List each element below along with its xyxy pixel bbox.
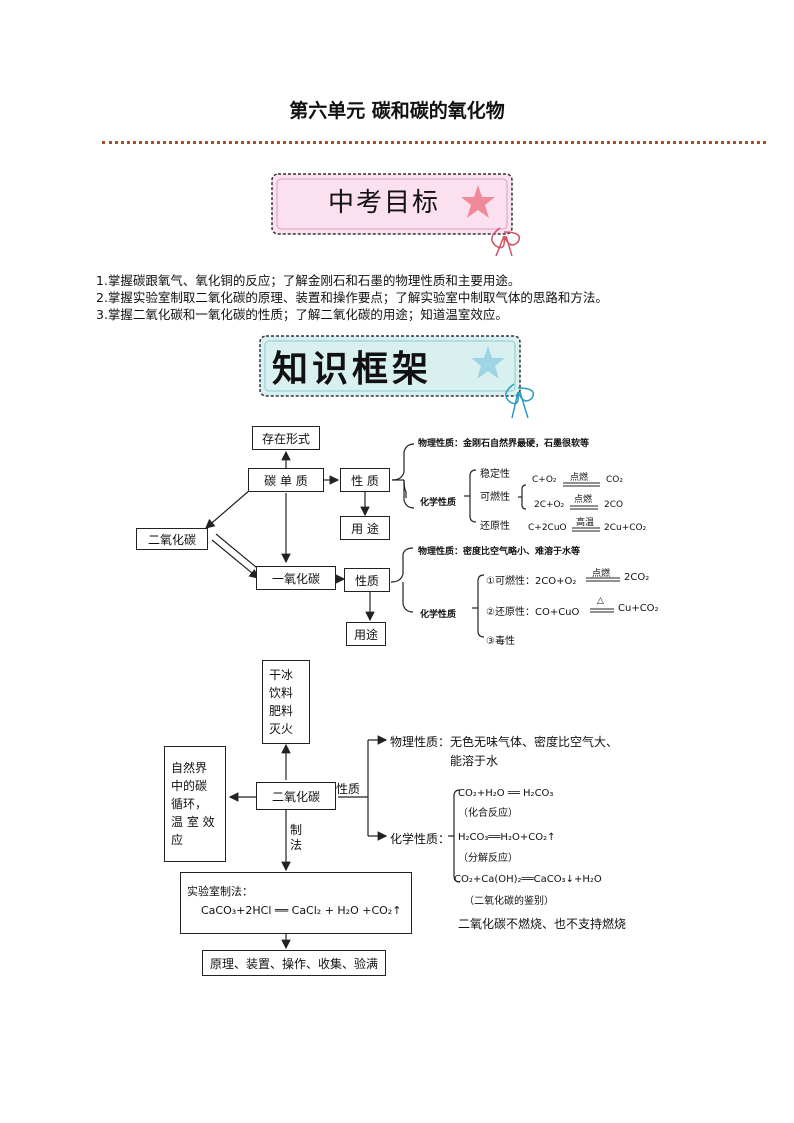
- box-co2-uses: 干冰 饮料 肥料 灭火: [262, 660, 310, 744]
- banner-frame-icon: [259, 335, 535, 419]
- co2-not-burn: 二氧化碳不燃烧、也不支持燃烧: [458, 917, 627, 931]
- box-lab-method: 实验室制法： CaCO₃+2HCl ══ CaCl₂ + H₂O +CO₂↑: [180, 872, 412, 934]
- eq-stability: C+O₂: [532, 475, 557, 485]
- goal-item: 2.掌握实验室制取二氧化碳的原理、装置和操作要点；了解实验室中制取气体的思路和方…: [96, 290, 608, 305]
- co2-eq1-note: （化合反应）: [458, 808, 518, 819]
- co-chem-prop: 化学性质: [420, 610, 457, 620]
- co2-property-label: 性质: [336, 782, 361, 796]
- co2-eq3-note: （二氧化碳的鉴别）: [464, 896, 554, 907]
- eq-reduce-prod: 2Cu+CO₂: [604, 523, 647, 533]
- page-title: 第六单元 碳和碳的氧化物: [289, 100, 505, 122]
- box-co2-center: 二氧化碳: [256, 782, 336, 810]
- co-reduce-cond: △: [597, 596, 604, 606]
- prepare-label: 制 法: [290, 823, 302, 853]
- lab-equation: CaCO₃+2HCl ══ CaCl₂ + H₂O +CO₂↑: [201, 904, 402, 917]
- carbon-chem-prop: 化学性质: [420, 498, 457, 508]
- box-co-property: 性质: [344, 568, 390, 592]
- co2-phys-2: 能溶于水: [450, 754, 499, 768]
- banner-exam-goals: 中考目标: [268, 168, 528, 258]
- co2-eq3: CO₂+Ca(OH)₂══CaCO₃↓+H₂O: [454, 874, 602, 885]
- co2-eq2: H₂CO₃══H₂O+CO₂↑: [458, 832, 556, 843]
- box-carbon: 碳 单 质: [248, 468, 324, 492]
- cycle-line: 应: [171, 833, 184, 847]
- co-toxic: ③毒性: [486, 636, 515, 647]
- co2-phys: 物理性质：无色无味气体、密度比空气大、: [390, 735, 619, 749]
- goals-list: 1.掌握碳跟氧气、氧化铜的反应；了解金刚石和石墨的物理性质和主要用途。 2.掌握…: [96, 272, 608, 323]
- use-item: 干冰: [269, 668, 294, 682]
- co-reduce: ②还原性：CO+CuO: [486, 607, 580, 618]
- cycle-line: 自然界: [171, 761, 208, 775]
- eq-stability-cond: 点燃: [570, 473, 589, 483]
- box-carbon-property: 性 质: [340, 468, 390, 492]
- box-co-use: 用途: [346, 622, 386, 646]
- box-exist-form: 存在形式: [252, 426, 320, 450]
- box-co2: 二氧化碳: [136, 528, 208, 550]
- reduce-label: 还原性: [480, 521, 510, 532]
- dotted-divider: [102, 141, 766, 144]
- co-phys-prop: 物理性质：密度比空气略小、难溶于水等: [418, 547, 581, 557]
- eq-combust-cond: 点燃: [574, 495, 593, 505]
- co-combust: ①可燃性：2CO+O₂: [486, 576, 577, 587]
- co2-eq1: CO₂+H₂O ══ H₂CO₃: [458, 788, 554, 799]
- use-item: 灭火: [269, 722, 294, 736]
- stability-label: 稳定性: [480, 469, 510, 480]
- prepare-char: 法: [290, 838, 303, 852]
- banner-exam-goals-text: 中考目标: [328, 188, 441, 218]
- use-item: 饮料: [269, 686, 294, 700]
- box-co: 一氧化碳: [256, 566, 336, 590]
- eq-reduce-cond: 高温: [576, 518, 595, 528]
- banner-knowledge-framework: 知识框架: [256, 332, 546, 424]
- co-combust-prod: 2CO₂: [624, 572, 650, 583]
- goal-item: 3.掌握二氧化碳和一氧化碳的性质；了解二氧化碳的用途；知道温室效应。: [96, 307, 508, 322]
- use-item: 肥料: [269, 704, 294, 718]
- box-carbon-use: 用 途: [340, 516, 390, 540]
- banner-frame-icon: [271, 173, 521, 257]
- eq-stability-prod: CO₂: [606, 475, 623, 485]
- cycle-line: 循环，: [171, 797, 208, 811]
- box-carbon-cycle: 自然界 中的碳 循环， 温 室 效 应: [164, 746, 226, 862]
- co2-chem: 化学性质：: [390, 832, 451, 846]
- eq-combust: 2C+O₂: [534, 500, 565, 510]
- eq-combust-prod: 2CO: [604, 500, 624, 510]
- eq-reduce: C+2CuO: [528, 523, 567, 533]
- banner-knowledge-text: 知识框架: [272, 348, 433, 390]
- cycle-line: 温 室 效: [171, 815, 215, 829]
- goal-item: 1.掌握碳跟氧气、氧化铜的反应；了解金刚石和石墨的物理性质和主要用途。: [96, 273, 521, 288]
- co2-eq2-note: （分解反应）: [458, 853, 518, 864]
- co-reduce-prod: Cu+CO₂: [618, 603, 659, 614]
- box-lab-steps: 原理、装置、操作、收集、验满: [202, 950, 386, 976]
- co-combust-cond: 点燃: [592, 569, 611, 579]
- prepare-char: 制: [290, 823, 303, 837]
- lab-title: 实验室制法：: [187, 885, 253, 898]
- combust-label: 可燃性: [480, 492, 510, 503]
- carbon-phys-prop: 物理性质：金刚石自然界最硬，石墨很软等: [418, 439, 590, 449]
- cycle-line: 中的碳: [171, 779, 208, 793]
